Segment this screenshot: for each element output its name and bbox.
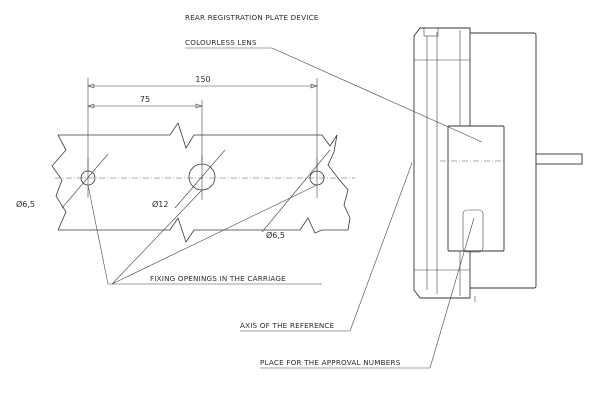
fixing-leaders xyxy=(87,184,322,285)
axis-leader xyxy=(349,162,413,332)
leader-hole-center xyxy=(174,149,226,209)
fixing-openings-label: FIXING OPENINGS IN THE CARRIAGE xyxy=(150,274,286,283)
lens-leader xyxy=(271,47,483,143)
approval-leader xyxy=(429,217,475,369)
hole-right-diameter: Ø6,5 xyxy=(266,230,285,240)
leader-hole-left xyxy=(61,153,109,209)
axis-of-reference-label: AXIS OF THE REFERENCE xyxy=(240,321,335,330)
leader-hole-right xyxy=(261,149,331,233)
dimension-75 xyxy=(87,100,203,162)
carriage-strip xyxy=(51,122,351,243)
colourless-lens-label: COLOURLESS LENS xyxy=(185,38,257,47)
hole-center-diameter: Ø12 xyxy=(152,199,168,209)
hole-left-diameter: Ø6,5 xyxy=(16,199,35,209)
dimension-150-label: 150 xyxy=(195,75,210,84)
device-side-view xyxy=(413,27,583,302)
dimension-150 xyxy=(87,78,318,172)
dimension-75-label: 75 xyxy=(140,95,150,104)
title-label: REAR REGISTRATION PLATE DEVICE xyxy=(185,13,319,22)
approval-numbers-label: PLACE FOR THE APPROVAL NUMBERS xyxy=(260,358,401,367)
